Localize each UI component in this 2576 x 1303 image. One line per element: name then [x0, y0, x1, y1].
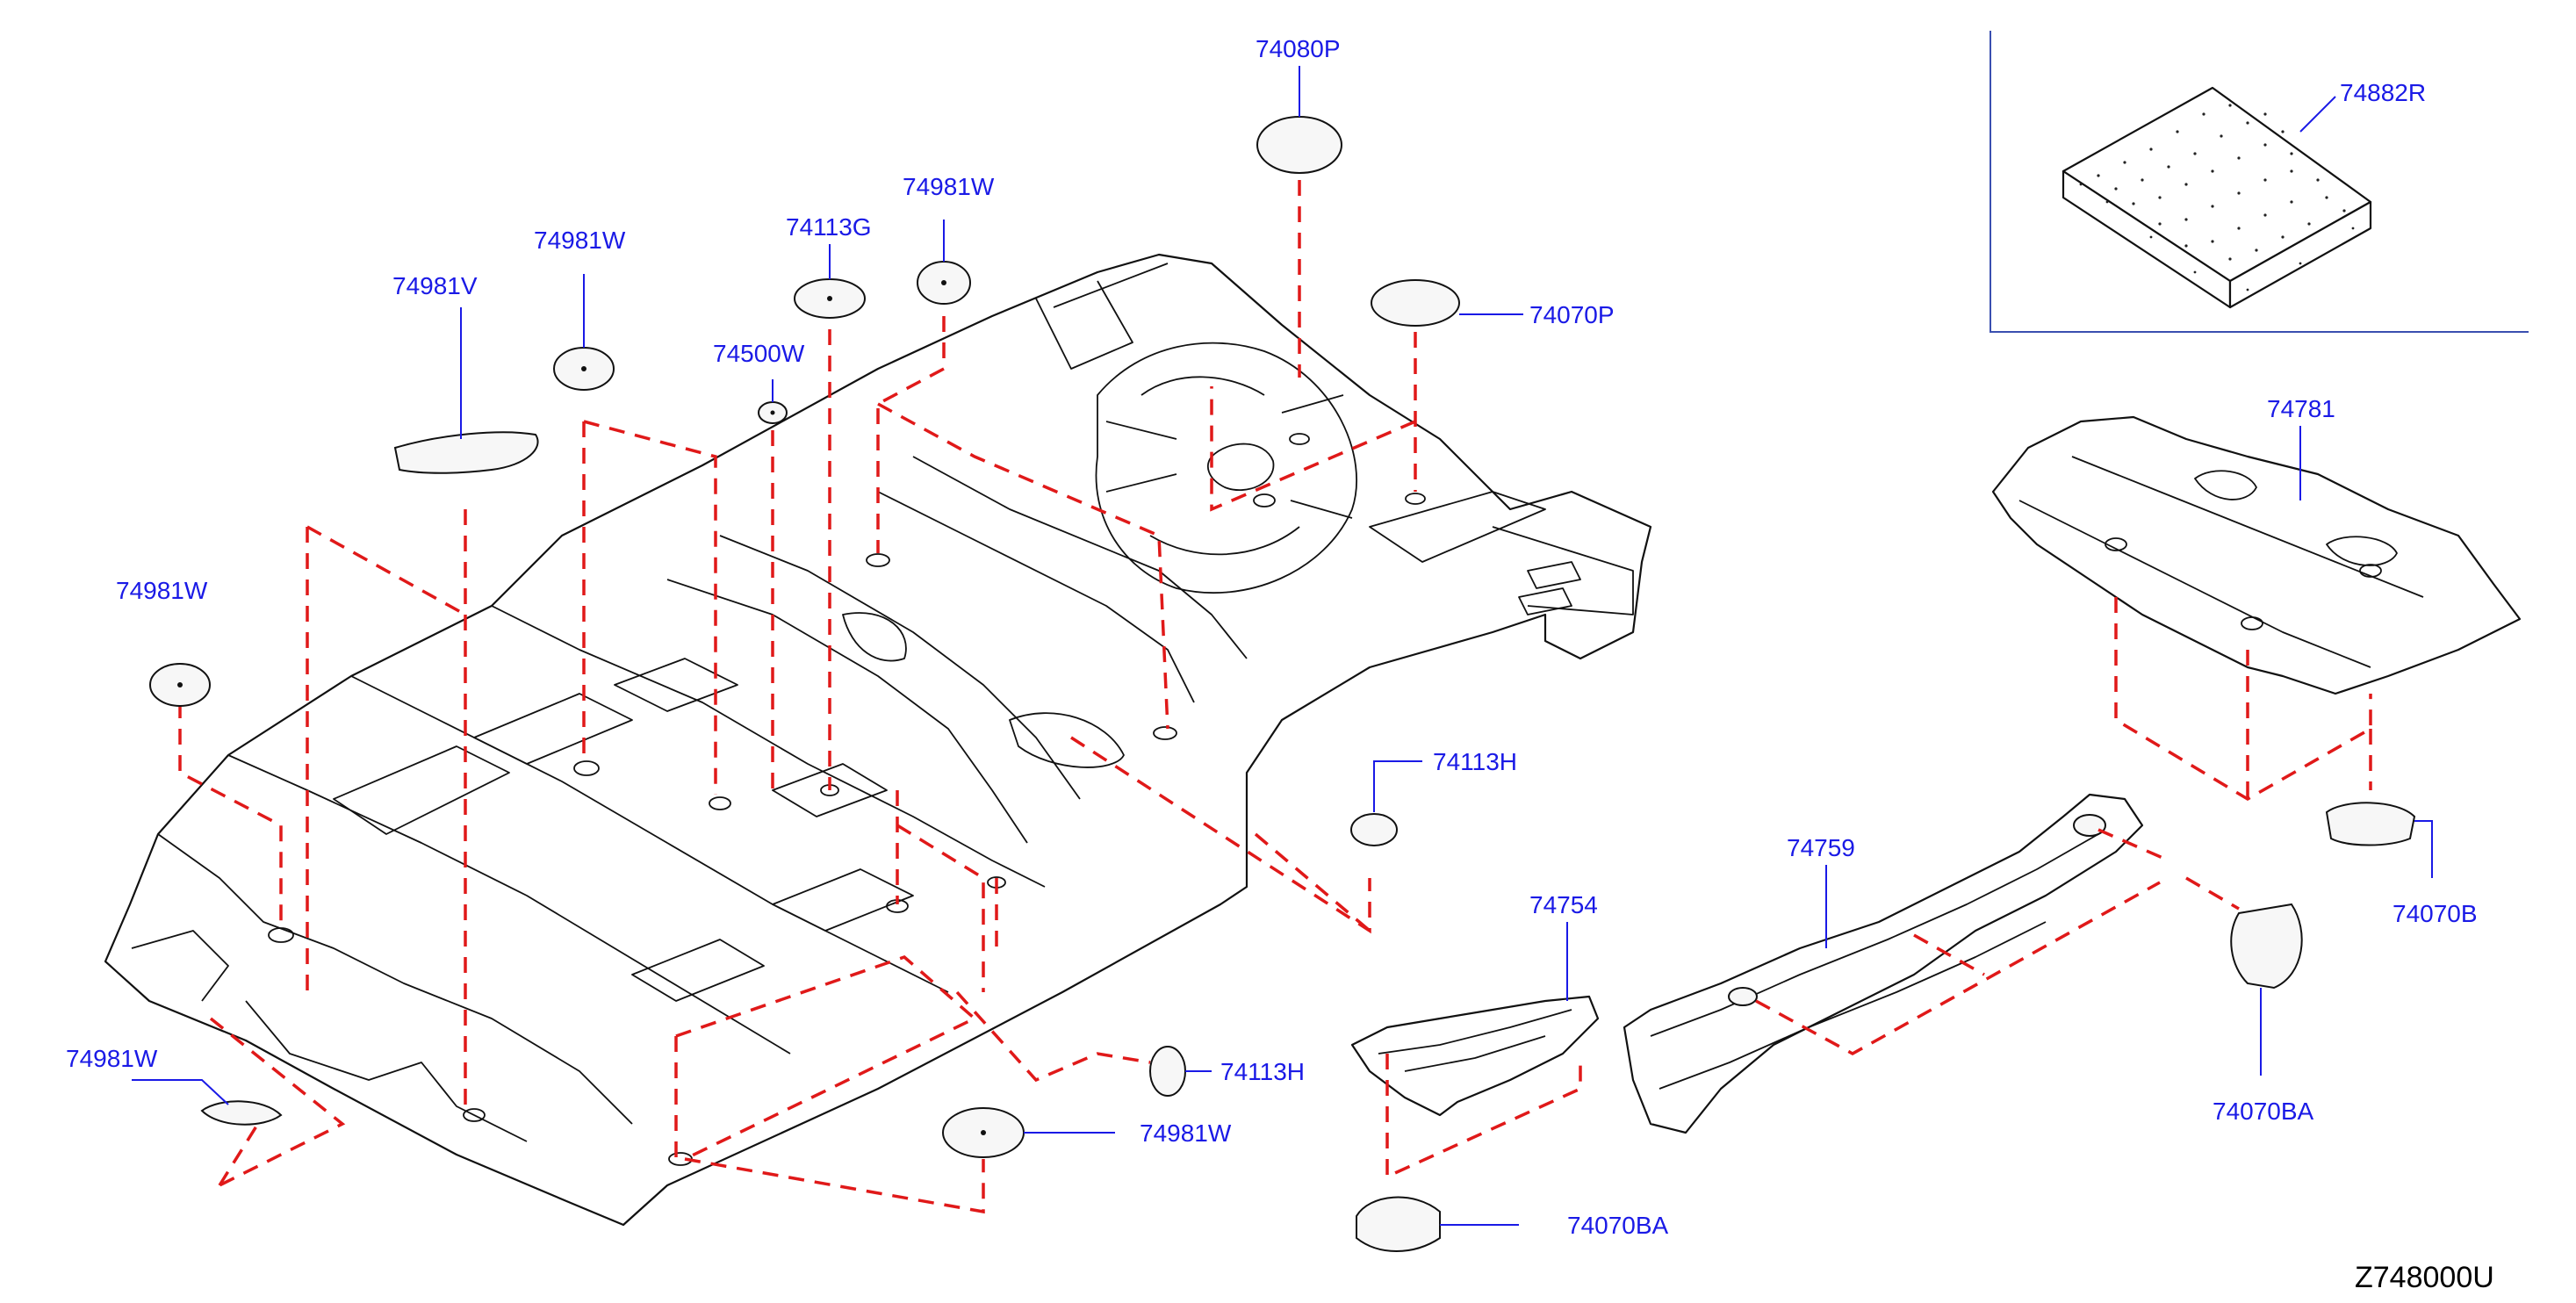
label-74981W-bottom[interactable]: 74981W — [1140, 1119, 1232, 1147]
part-74759-heatshield — [1623, 793, 2240, 1134]
label-74981W-top[interactable]: 74981W — [903, 173, 995, 200]
label-74981W-bottomleft[interactable]: 74981W — [66, 1045, 158, 1072]
inset-frame — [1990, 31, 2529, 333]
label-74070BA-bottom[interactable]: 74070BA — [1567, 1212, 1669, 1239]
label-74070BA-right[interactable]: 74070BA — [2213, 1098, 2314, 1125]
label-74070B[interactable]: 74070B — [2393, 900, 2478, 927]
label-74500W[interactable]: 74500W — [713, 340, 805, 367]
label-74981W-mid[interactable]: 74981W — [534, 227, 626, 254]
part-74754-heatshield — [1350, 995, 1600, 1179]
label-74882R[interactable]: 74882R — [2340, 79, 2426, 106]
label-74759[interactable]: 74759 — [1787, 834, 1855, 861]
loose-parts — [149, 116, 2416, 1252]
label-74080P[interactable]: 74080P — [1256, 35, 1341, 62]
label-74981W-left[interactable]: 74981W — [116, 577, 208, 604]
label-74113H-bottom[interactable]: 74113H — [1220, 1058, 1305, 1085]
label-74113H-right[interactable]: 74113H — [1433, 748, 1517, 775]
diagram-code: Z748000U — [2355, 1261, 2494, 1294]
leader-lines — [132, 66, 2433, 1226]
label-74754[interactable]: 74754 — [1529, 891, 1598, 918]
part-74781-insulator — [1991, 415, 2522, 802]
floor-panel — [104, 253, 1652, 1227]
label-74781[interactable]: 74781 — [2267, 395, 2335, 422]
label-74981V[interactable]: 74981V — [392, 272, 478, 299]
part-74882R-block — [2062, 86, 2372, 309]
label-74113G[interactable]: 74113G — [786, 213, 872, 241]
assembly-guides — [178, 180, 1417, 1214]
label-74070P[interactable]: 74070P — [1529, 301, 1615, 328]
callout-labels: 74080P 74882R 74981W 74113G 74981W 74981… — [66, 35, 2478, 1239]
